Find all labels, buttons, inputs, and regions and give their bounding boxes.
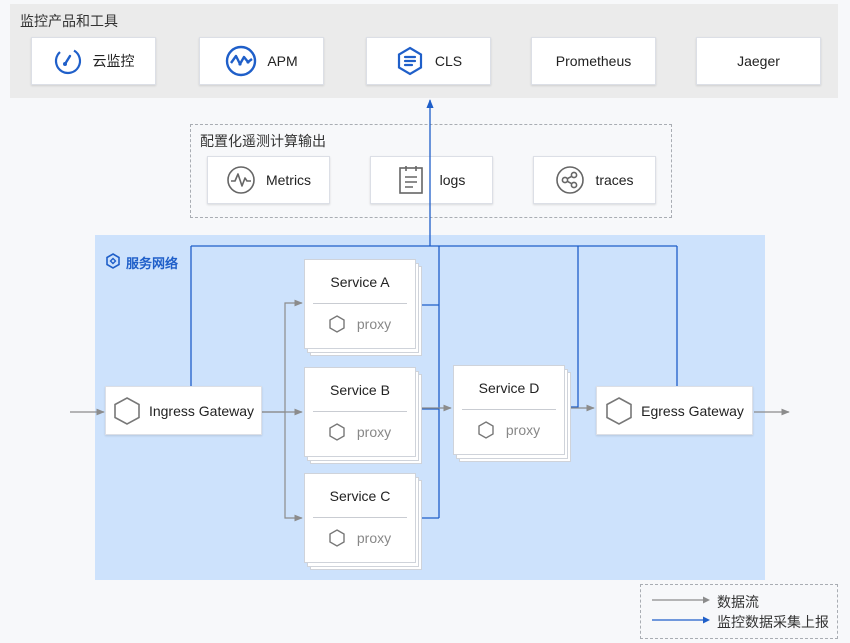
gateway-label: Ingress Gateway [148,402,255,419]
output-traces[interactable]: traces [533,156,656,204]
logs-icon [398,165,424,195]
flow-to-service-c [284,412,303,522]
legend-report-arrow [652,616,710,624]
legend: 数据流 监控数据采集上报 [640,584,838,639]
tools-panel-title: 监控产品和工具 [20,13,118,29]
proxy-row: proxy [305,315,415,333]
tool-cls[interactable]: CLS [366,37,491,85]
hexagon-icon [329,315,345,333]
tool-label: 云监控 [92,53,135,69]
hexagon-icon [605,396,633,426]
proxy-row: proxy [305,529,415,547]
output-logs[interactable]: logs [370,156,493,204]
gateway-label: Egress Gateway [641,402,744,419]
cls-icon [395,46,425,76]
tool-apm[interactable]: APM [199,37,324,85]
legend-report-label: 监控数据采集上报 [717,614,829,630]
service-a-card[interactable]: Service A proxy [304,259,416,349]
service-mesh-title: 服务网络 [126,256,179,271]
proxy-row: proxy [454,421,564,439]
cloud-monitor-icon [53,46,83,76]
flow-to-service-a [262,299,303,413]
telemetry-output-panel [190,124,672,218]
service-name: Service A [330,274,390,290]
proxy-row: proxy [305,423,415,441]
hexagon-icon [113,396,141,426]
hexagon-icon [329,423,345,441]
output-label: logs [439,172,466,188]
hexagon-icon [478,421,494,439]
legend-data-flow-label: 数据流 [717,594,759,610]
metrics-icon [226,165,256,195]
tool-jaeger[interactable]: Jaeger [696,37,821,85]
legend-data-flow-arrow [652,596,710,604]
service-mesh-icon [105,253,121,274]
egress-gateway[interactable]: Egress Gateway [596,386,753,435]
service-c-card[interactable]: Service C proxy [304,473,416,563]
hexagon-icon [329,529,345,547]
apm-icon [225,45,257,77]
tool-cloud-monitor[interactable]: 云监控 [31,37,156,85]
service-d-card[interactable]: Service D proxy [453,365,565,455]
tool-prometheus[interactable]: Prometheus [531,37,656,85]
output-label: Metrics [265,172,312,188]
output-metrics[interactable]: Metrics [207,156,330,204]
telemetry-output-title: 配置化遥测计算输出 [200,133,326,149]
data-flow-lines [70,299,790,522]
ingress-gateway[interactable]: Ingress Gateway [105,386,262,435]
traces-icon [555,165,585,195]
service-name: Service D [478,380,540,396]
service-name: Service C [329,488,391,504]
tool-label: CLS [434,53,463,69]
service-name: Service B [330,382,390,398]
report-service-d-link [571,246,579,408]
tool-label: Prometheus [555,53,632,69]
tool-label: APM [267,53,298,69]
service-b-card[interactable]: Service B proxy [304,367,416,457]
report-lines [190,99,678,519]
tool-label: Jaeger [737,53,780,69]
output-label: traces [595,172,634,188]
